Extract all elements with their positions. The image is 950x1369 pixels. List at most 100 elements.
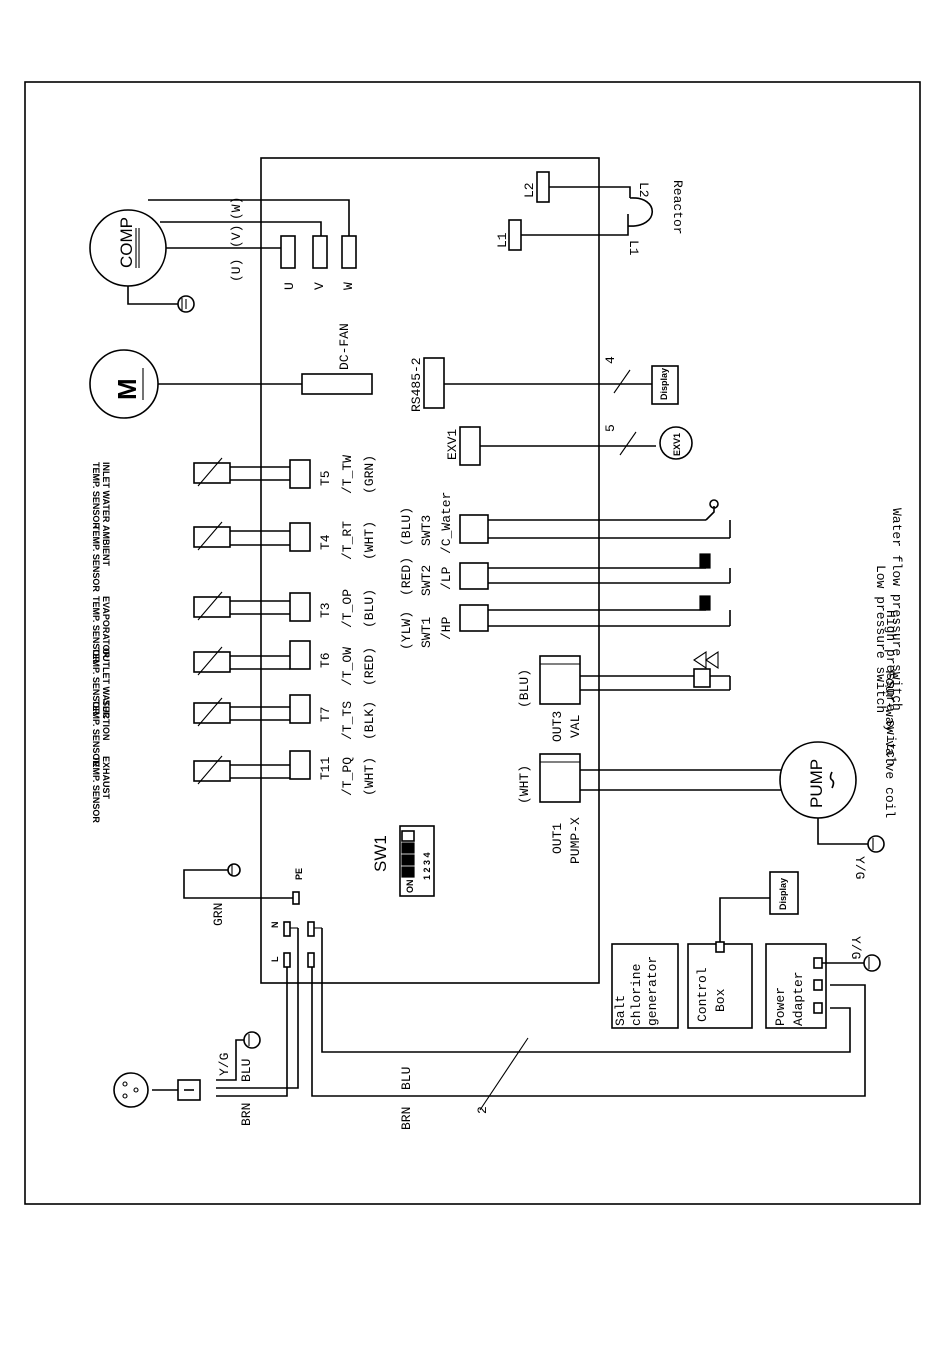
dip-label: SW1 — [371, 835, 390, 872]
switch-code-hp: /HP — [439, 616, 454, 640]
l-label: L — [270, 956, 280, 962]
yg-label: Y/G — [217, 1053, 232, 1076]
dip-4 — [401, 830, 415, 842]
plug-pin-2 — [122, 1093, 128, 1099]
out1-port: OUT1 — [550, 823, 565, 854]
pe-wire — [183, 869, 296, 899]
sensor-color: (BLK) — [362, 701, 377, 740]
salt-line-2: chlorine — [629, 964, 644, 1026]
adapter-pin-1 — [813, 957, 823, 969]
wire-v — [160, 221, 322, 236]
switch-code-lp: /LP — [439, 566, 454, 590]
exv-valve-icon — [659, 426, 693, 460]
switch-high-pressure: High pressure switch — [459, 595, 898, 766]
terminal-w — [341, 235, 357, 269]
switch-code-cwater: /C_Water — [439, 492, 454, 554]
flow-switch-head — [709, 499, 719, 509]
n-terminal-2 — [307, 921, 315, 937]
brn-label: BRN — [239, 1103, 254, 1126]
sensor-probe-slash — [197, 646, 223, 676]
sensor-probe-slash — [197, 755, 223, 785]
sensor-type: TEMP. SENSOR — [91, 596, 101, 663]
sensor-code: /T_TW — [340, 455, 355, 494]
sensor-code: /T_PQ — [340, 757, 355, 796]
exv: EXV1 5 EXV1 — [445, 424, 693, 466]
blu-label: BLU — [239, 1059, 254, 1082]
sensor-code: /T_OW — [340, 647, 355, 686]
sensor-t7: SUCTION TEMP. SENSOR T7 /T_TS (BLK) — [91, 694, 377, 767]
exv-slash — [619, 431, 637, 456]
dip-3 — [401, 842, 415, 854]
wire-w — [148, 199, 350, 236]
sensor-name: EVAPORATOR — [101, 596, 111, 659]
aux-display-label: Display — [778, 878, 788, 910]
ground-icon — [867, 835, 885, 853]
plug-pin-3 — [133, 1087, 139, 1093]
switch-color-blu: (BLU) — [399, 507, 414, 546]
grn-label: GRN — [211, 903, 226, 926]
pump-ground-wire — [817, 818, 868, 845]
sensor-color: (WHT) — [362, 757, 377, 796]
control-line-2: Box — [713, 988, 728, 1012]
switch-color-ylw: (YLW) — [399, 611, 414, 650]
output-valve: (BLU) OUT3 VAL Four-way valve coil — [517, 650, 897, 818]
phase-w-label: (W) — [229, 197, 244, 220]
reactor-l1-connector — [508, 219, 522, 251]
phase-v-label: (V) — [229, 225, 244, 248]
sensor-connector — [289, 640, 311, 670]
power-input: PE GRN N L Y/G BLU BRN — [113, 863, 322, 1126]
compressor-label: COMP — [117, 217, 136, 268]
l-terminal-2 — [307, 952, 315, 968]
reactor-pin-l1: L1 — [626, 240, 641, 256]
page-frame — [24, 81, 921, 1205]
sensor-id: T11 — [318, 756, 333, 780]
sensor-color: (WHT) — [362, 521, 377, 560]
sensor-name: INLET WATER — [101, 462, 111, 523]
salt-line-3: generator — [645, 956, 660, 1026]
plug-icon — [113, 1072, 149, 1108]
aux-equipment: Salt chlorine generator Control Box Disp… — [611, 871, 881, 1029]
terminal-v-label: V — [312, 282, 327, 290]
sensor-color: (BLU) — [362, 589, 377, 628]
switch-id-swt3: SWT3 — [419, 515, 434, 546]
out3-name: VAL — [568, 715, 583, 738]
control-board — [260, 157, 600, 984]
rs485-wire-count: 4 — [603, 356, 618, 364]
rs485-slash — [613, 369, 631, 394]
pump-label: PUMP — [807, 759, 826, 808]
fan-label: DC-FAN — [337, 323, 352, 370]
pump-ac-icon — [829, 771, 835, 789]
reactor-coil-icon — [627, 197, 654, 227]
sensor-t6: OUTLET WATER TEMP. SENSOR T6 /T_OW (RED) — [91, 640, 377, 719]
dc-fan: M DC-FAN — [89, 323, 373, 419]
sensor-type: TEMP. SENSOR — [91, 648, 101, 715]
out3-color: (BLU) — [517, 669, 532, 708]
exv-connector — [459, 426, 481, 466]
exv-wire-count: 5 — [603, 424, 618, 432]
sensor-type: TEMP. SENSOR — [91, 525, 101, 592]
switch-connector — [459, 562, 489, 590]
sensor-t5: INLET WATER TEMP. SENSOR T5 /T_TW (GRN) — [91, 455, 377, 530]
display-box — [651, 365, 679, 405]
sensor-probe — [193, 651, 231, 673]
sensor-connector — [289, 592, 311, 622]
sensor-probe-slash — [197, 591, 223, 621]
sensor-name: SUCTION — [101, 700, 111, 741]
out1-connector — [539, 753, 581, 803]
reactor-l2-connector — [536, 171, 550, 203]
n-terminal-1 — [283, 921, 291, 937]
sensor-type: TEMP. SENSOR — [91, 756, 101, 823]
adapter-pin-2 — [813, 979, 823, 991]
switch-connector — [459, 514, 489, 544]
sensor-id: T4 — [318, 534, 333, 550]
sensor-id: T7 — [318, 706, 333, 722]
compressor: COMP U V W (U) (V) (W) — [89, 197, 357, 313]
aux-feed: 2 BLU BRN — [311, 928, 866, 1130]
control-display-wire — [719, 897, 770, 944]
ground-icon — [863, 954, 881, 972]
sensor-color: (RED) — [362, 647, 377, 686]
comp-ground-wire — [127, 286, 178, 305]
aux-blu-label: BLU — [399, 1067, 414, 1090]
adapter-yg-label: Y/G — [848, 936, 863, 959]
